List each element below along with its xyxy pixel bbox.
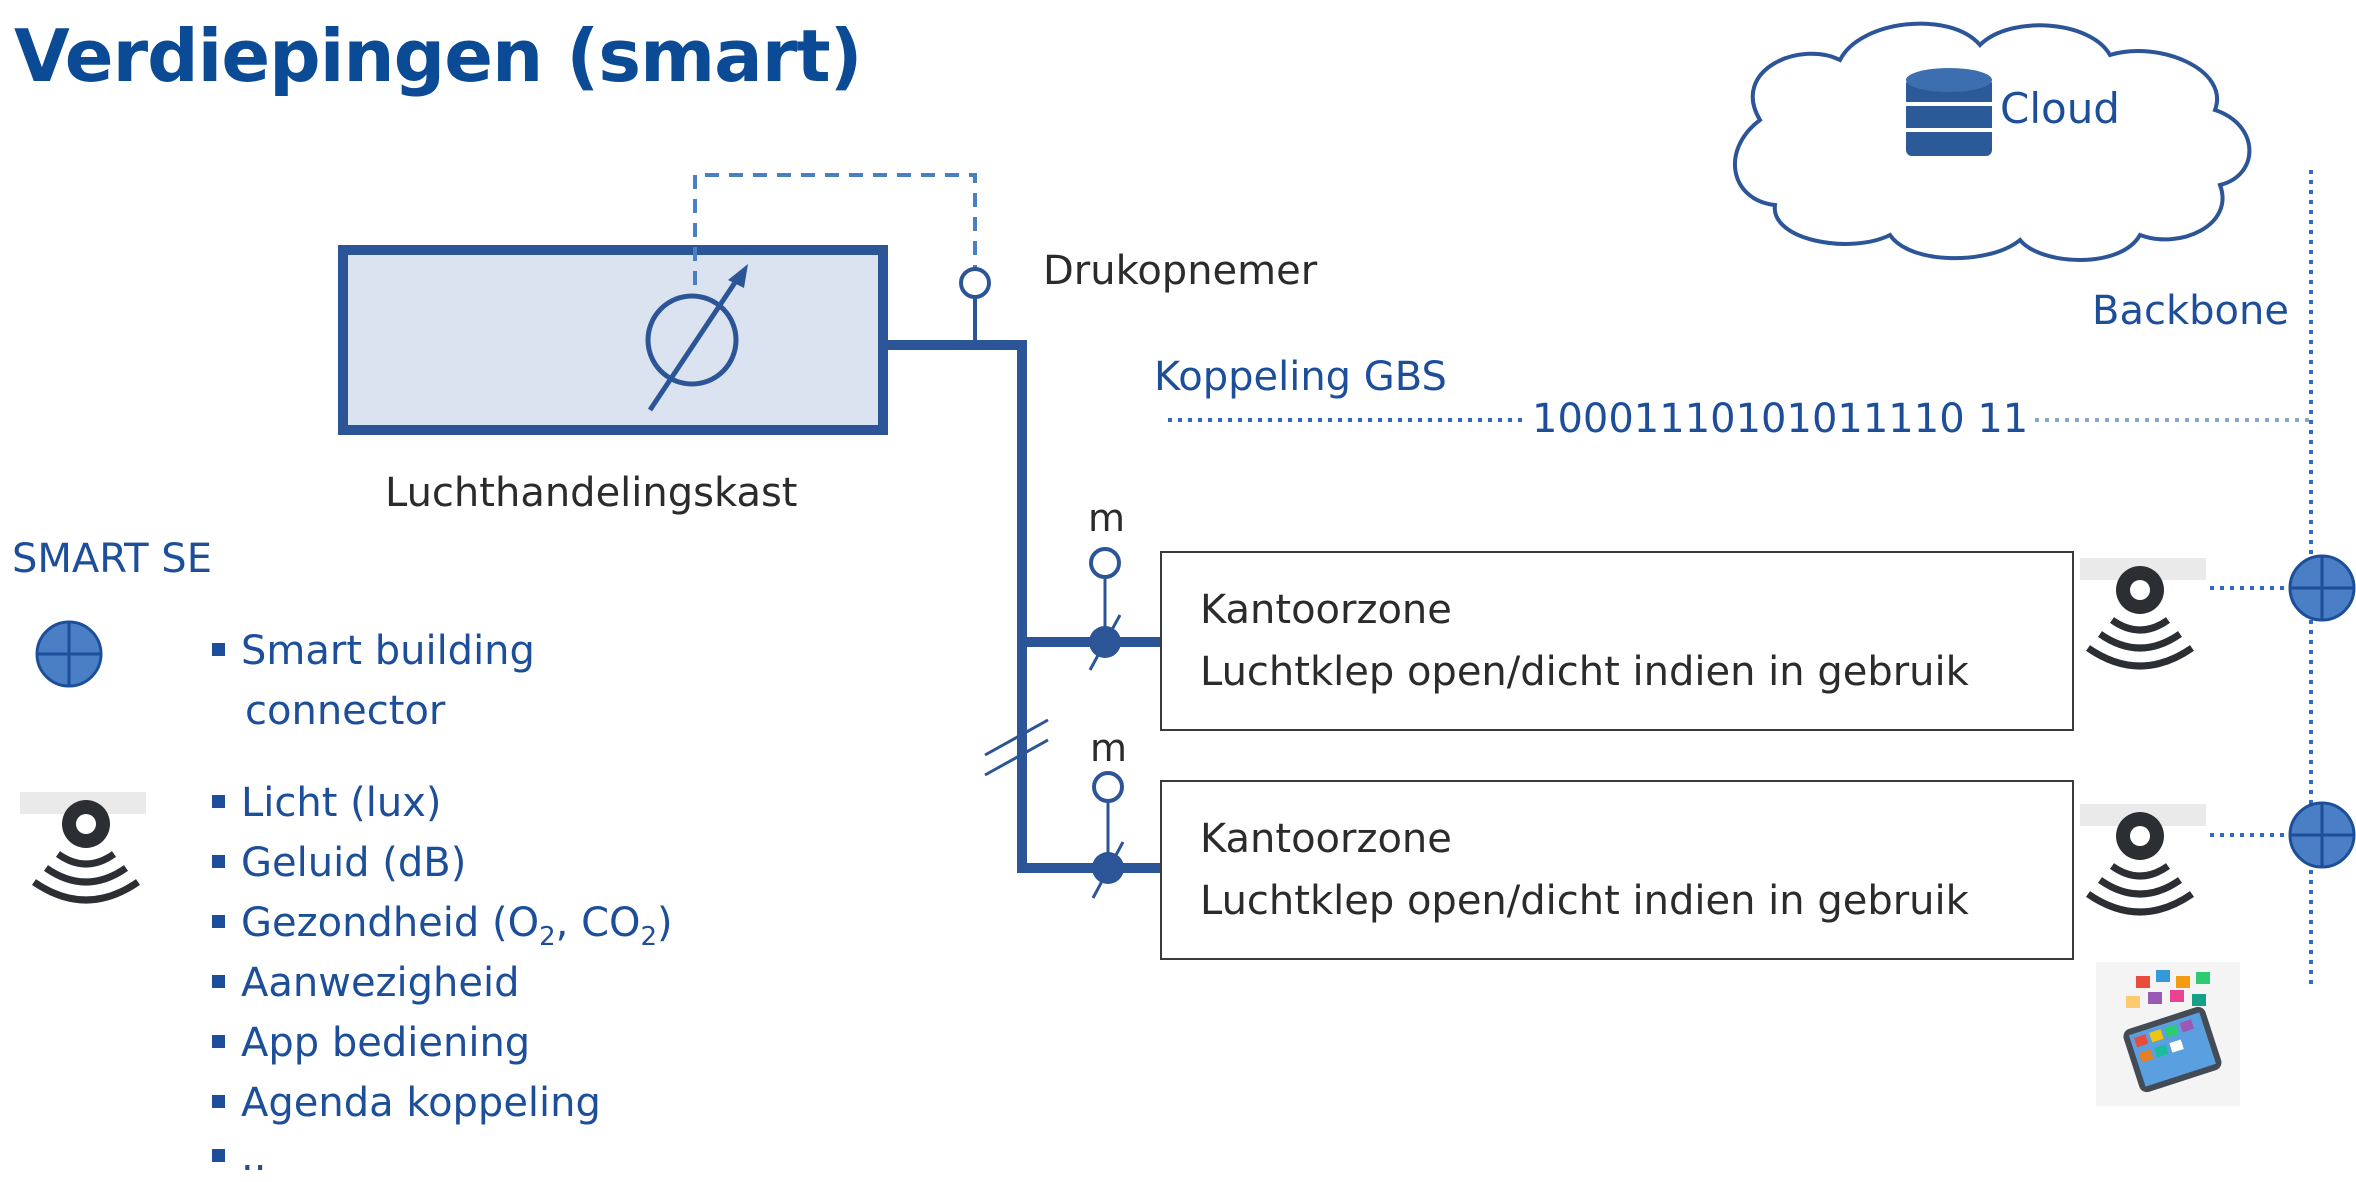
legend-text: Smart building xyxy=(241,628,535,674)
zone-box: Kantoorzone Luchtklep open/dicht indien … xyxy=(1160,780,2074,960)
motor-label: m xyxy=(1088,496,1126,540)
duct-main xyxy=(888,340,1160,873)
zone-name: Kantoorzone xyxy=(1200,587,1452,633)
legend-text: Agenda koppeling xyxy=(241,1080,601,1126)
zone-box: Kantoorzone Luchtklep open/dicht indien … xyxy=(1160,551,2074,731)
zone-name: Kantoorzone xyxy=(1200,816,1452,862)
duct-break xyxy=(984,718,1049,757)
legend-text: Geluid (dB) xyxy=(241,840,467,886)
damper-icon xyxy=(1088,547,1122,671)
backbone-label: Backbone xyxy=(2092,288,2289,334)
cloud-icon xyxy=(1733,21,2252,262)
sensor-icon xyxy=(2080,558,2206,670)
legend-item: Geluid (dB) xyxy=(212,840,466,886)
legend-item: Agenda koppeling xyxy=(212,1080,601,1126)
air-handler-box xyxy=(338,245,888,435)
control-loop xyxy=(693,173,977,285)
cloud-label: Cloud xyxy=(2000,84,2120,133)
legend-item: Gezondheid (O2, CO2) xyxy=(212,900,673,952)
legend-item: App bediening xyxy=(212,1020,530,1066)
legend-text: ) xyxy=(657,900,673,946)
legend-text: connector xyxy=(245,688,446,734)
legend-text: Aanwezigheid xyxy=(241,960,520,1006)
legend-text: , CO xyxy=(555,900,641,946)
sensor-icon xyxy=(20,792,146,904)
legend-item-continued: connector xyxy=(245,688,445,734)
legend-item: Smart building xyxy=(212,628,535,674)
zone-description: Luchtklep open/dicht indien in gebruik xyxy=(1200,649,1969,695)
legend-text: App bediening xyxy=(241,1020,531,1066)
pressure-sensor-label: Drukopnemer xyxy=(1043,248,1318,294)
pressure-sensor-icon xyxy=(959,267,991,345)
zone-description: Luchtklep open/dicht indien in gebruik xyxy=(1200,878,1969,924)
air-handler-label: Luchthandelingskast xyxy=(385,470,798,516)
duct-break xyxy=(984,738,1049,777)
connector-icon xyxy=(2288,554,2356,622)
smart-label: SMART SE xyxy=(12,536,212,582)
legend-text: Gezondheid (O xyxy=(241,900,540,946)
motor-label: m xyxy=(1090,726,1128,770)
legend-item: Licht (lux) xyxy=(212,780,442,826)
page-title: Verdiepingen (smart) xyxy=(14,14,863,98)
damper-icon xyxy=(1091,771,1125,899)
legend-subscript: 2 xyxy=(640,922,658,952)
gbs-label: Koppeling GBS xyxy=(1154,354,1447,400)
database-icon xyxy=(1906,68,1992,156)
smartphone-apps-icon xyxy=(2096,962,2240,1106)
legend-item: Aanwezigheid xyxy=(212,960,520,1006)
legend-item: .. xyxy=(212,1134,266,1180)
binary-stream: 10001110101011110 11 xyxy=(1528,396,2033,442)
sensor-icon xyxy=(2080,804,2206,916)
connector-icon xyxy=(2288,801,2356,869)
legend-subscript: 2 xyxy=(539,922,556,952)
legend-text: Licht (lux) xyxy=(241,780,442,826)
legend-text: .. xyxy=(241,1134,267,1180)
connector-icon xyxy=(35,620,103,688)
